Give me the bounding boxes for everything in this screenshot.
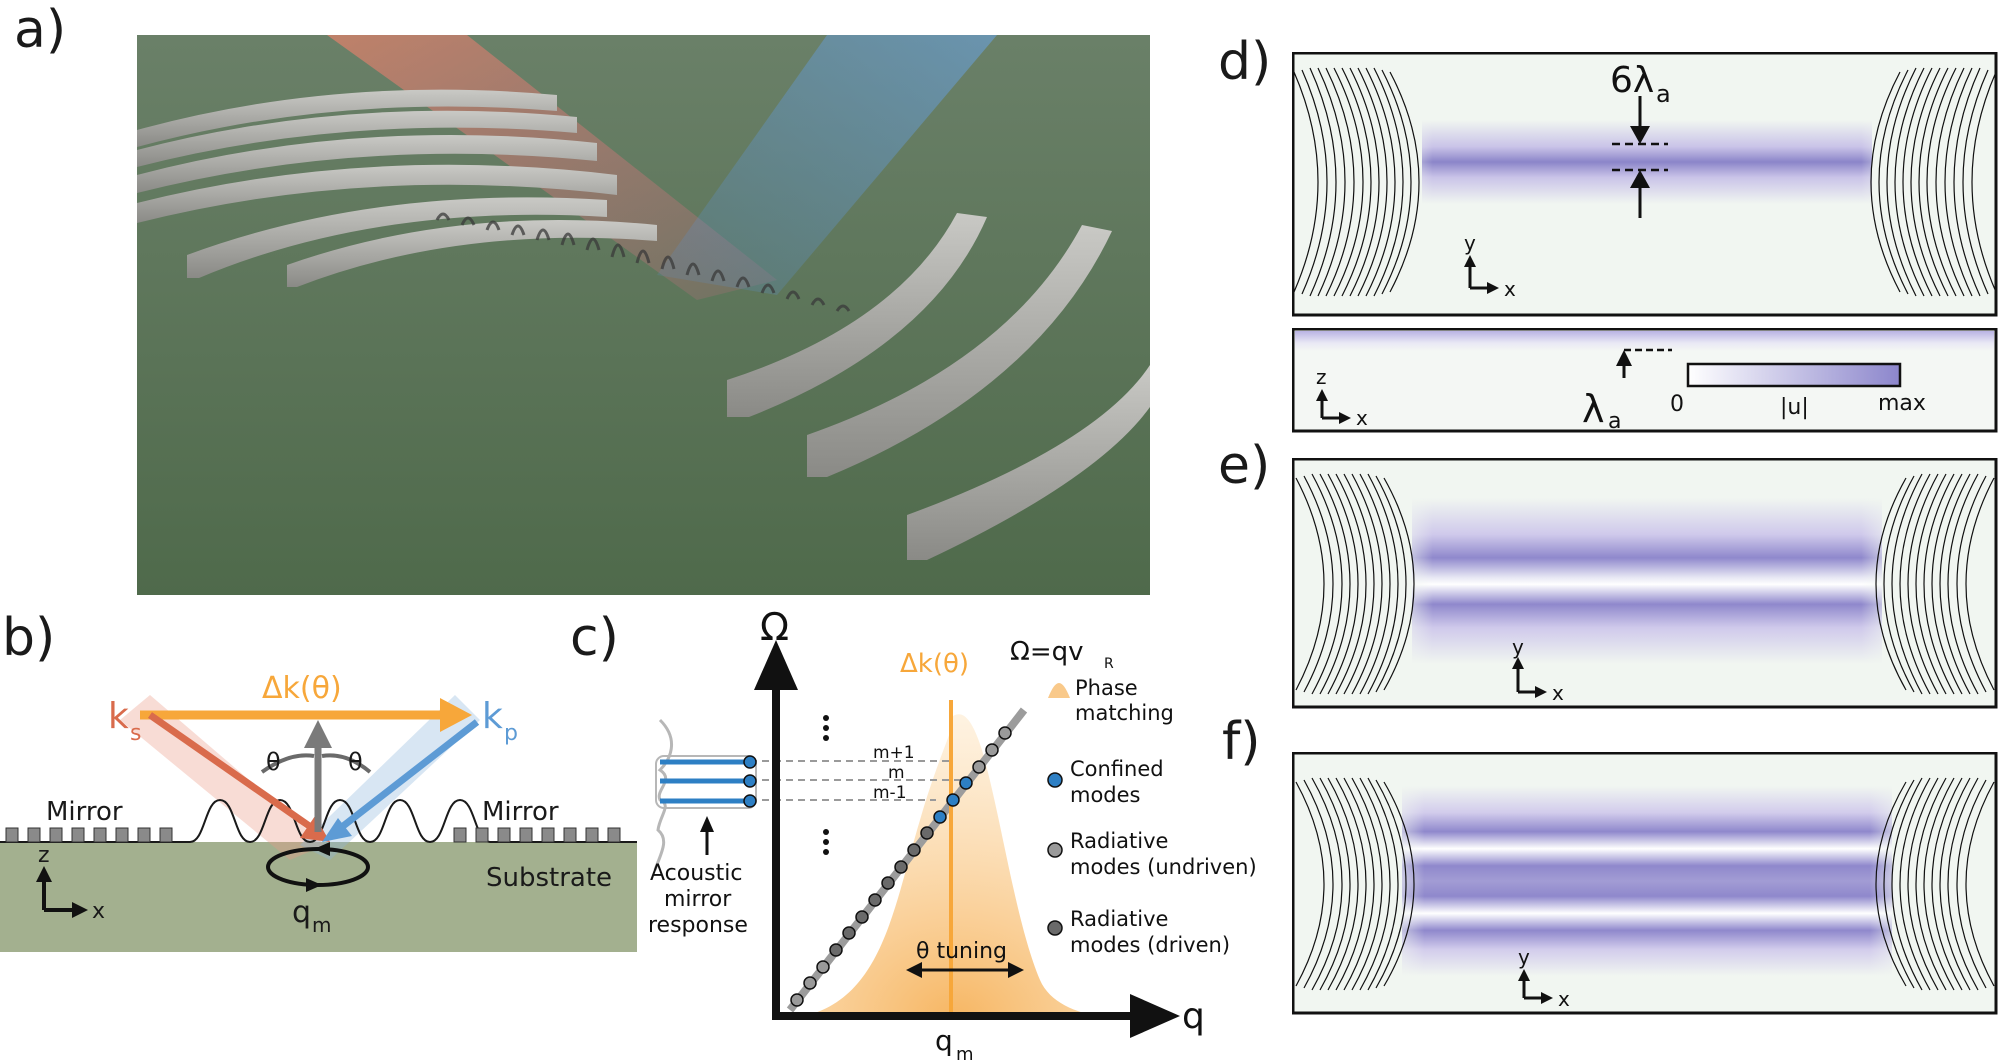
mirror-right-label: Mirror	[482, 797, 559, 827]
right-mirror-bars	[727, 213, 1150, 560]
legend-undriven-swatch	[1047, 842, 1063, 858]
delta-k-label: Δk(θ)	[262, 671, 342, 706]
panel-d-label: d)	[1218, 32, 1272, 92]
mirror-grating-right-f	[1875, 777, 1995, 991]
panel-c-diagram: Ω q Δk(θ) Ω=qv R q m m+1 m m-1 θ tuning …	[648, 605, 1257, 1060]
axis-x-label-d: x	[1504, 277, 1516, 301]
left-mirror-teeth	[5, 827, 173, 843]
colorbar-max: max	[1878, 391, 1926, 416]
mode-label-m-plus-1: m+1	[873, 743, 915, 763]
legend-phase-swatch	[1048, 683, 1070, 698]
axis-y-label-e: y	[1512, 635, 1524, 659]
k-p-label: k	[482, 696, 503, 737]
k-s-subscript: s	[130, 721, 141, 746]
width-subscript: a	[1656, 80, 1671, 108]
omega-axis-label: Ω	[760, 605, 789, 649]
axis-x-label-d2: x	[1356, 406, 1368, 430]
right-mirror-teeth	[453, 827, 621, 843]
panel-c-label: c)	[570, 608, 619, 668]
panel-b-label: b)	[2, 608, 56, 668]
delta-k-c-label: Δk(θ)	[900, 649, 969, 679]
substrate-label: Substrate	[486, 863, 612, 893]
panel-f-label: f)	[1222, 712, 1261, 772]
panel-f-mode: y x	[1292, 752, 1998, 1015]
colorbar-min: 0	[1670, 392, 1684, 417]
axis-x-label: x	[92, 899, 105, 924]
phase-matching-curve	[770, 714, 1140, 1020]
lambda-a-subscript: a	[1608, 409, 1621, 434]
k-p-subscript: p	[504, 721, 518, 746]
q-subscript: m	[312, 913, 331, 937]
mode-label-m: m	[888, 763, 905, 783]
theta-right-label: θ	[348, 748, 363, 776]
panel-a-label: a)	[14, 0, 67, 60]
legend-confined-swatch	[1047, 772, 1063, 788]
panel-e-mode: y x	[1292, 458, 1998, 709]
legend-undriven-line-2: modes (undriven)	[1070, 855, 1257, 879]
axis-z-label: z	[38, 843, 50, 868]
legend-driven-swatch	[1047, 920, 1063, 936]
axis-x-label-e: x	[1552, 681, 1564, 705]
axis-y-label-f: y	[1518, 945, 1530, 969]
q-label: q	[292, 895, 311, 930]
mirror-grating-left-d	[1293, 67, 1420, 297]
theta-tuning-label: θ tuning	[916, 939, 1007, 964]
legend-phase-line-2: matching	[1075, 701, 1174, 725]
legend-driven-line-1: Radiative	[1070, 907, 1168, 931]
device-render	[137, 35, 1150, 595]
mode-label-m-minus-1: m-1	[873, 783, 907, 803]
legend-confined-line-2: modes	[1070, 783, 1141, 807]
q-axis-label: q	[1182, 996, 1205, 1037]
theta-left-label: θ	[266, 748, 281, 776]
surface-wave	[435, 212, 851, 312]
colorbar	[1686, 362, 1902, 388]
q-m-label: q	[935, 1024, 953, 1057]
k-s-label: k	[108, 696, 129, 737]
panel-d-side-view: λ a 0 |u| max z x	[1292, 328, 1998, 434]
dispersion-line	[786, 707, 1028, 1013]
z-mode-field	[1295, 331, 1994, 351]
panel-e-label: e)	[1218, 436, 1271, 496]
mirror-left-label: Mirror	[46, 797, 123, 827]
dispersion-subscript: R	[1104, 656, 1114, 672]
panel-b-diagram: k s k p Δk(θ) θ θ Mirror Mirror Substrat…	[0, 671, 637, 952]
mirror-response-line-1: Acoustic	[650, 861, 742, 886]
mirror-grating-right-e	[1875, 473, 1995, 695]
mirror-response-line-2: mirror	[664, 887, 732, 912]
legend: Phase matching Confined modes Radiative …	[1047, 676, 1257, 957]
legend-driven-line-2: modes (driven)	[1070, 933, 1230, 957]
colorbar-mid: |u|	[1780, 395, 1809, 420]
lambda-a-label: λ	[1582, 387, 1605, 431]
axis-x-label-f: x	[1558, 987, 1570, 1011]
mirror-grating-right-d	[1870, 67, 1997, 297]
q-m-subscript: m	[956, 1044, 974, 1060]
axis-z-label-d: z	[1316, 365, 1327, 389]
mirror-response-curve	[653, 718, 674, 871]
mirror-grating-left-f	[1295, 777, 1415, 991]
legend-undriven-line-1: Radiative	[1070, 829, 1168, 853]
substrate-block	[0, 842, 637, 952]
width-6lambda-label: 6λ	[1610, 60, 1654, 101]
mirror-grating-left-e	[1295, 473, 1415, 695]
mirror-response-line-3: response	[648, 913, 748, 938]
dispersion-label: Ω=qv	[1010, 637, 1084, 667]
legend-confined-line-1: Confined	[1070, 757, 1164, 781]
mode-points	[790, 726, 1012, 1007]
panel-d-top-view: 6λ a y x	[1292, 52, 1998, 317]
legend-phase-line-1: Phase	[1075, 676, 1138, 700]
axis-y-label-d: y	[1464, 231, 1476, 255]
